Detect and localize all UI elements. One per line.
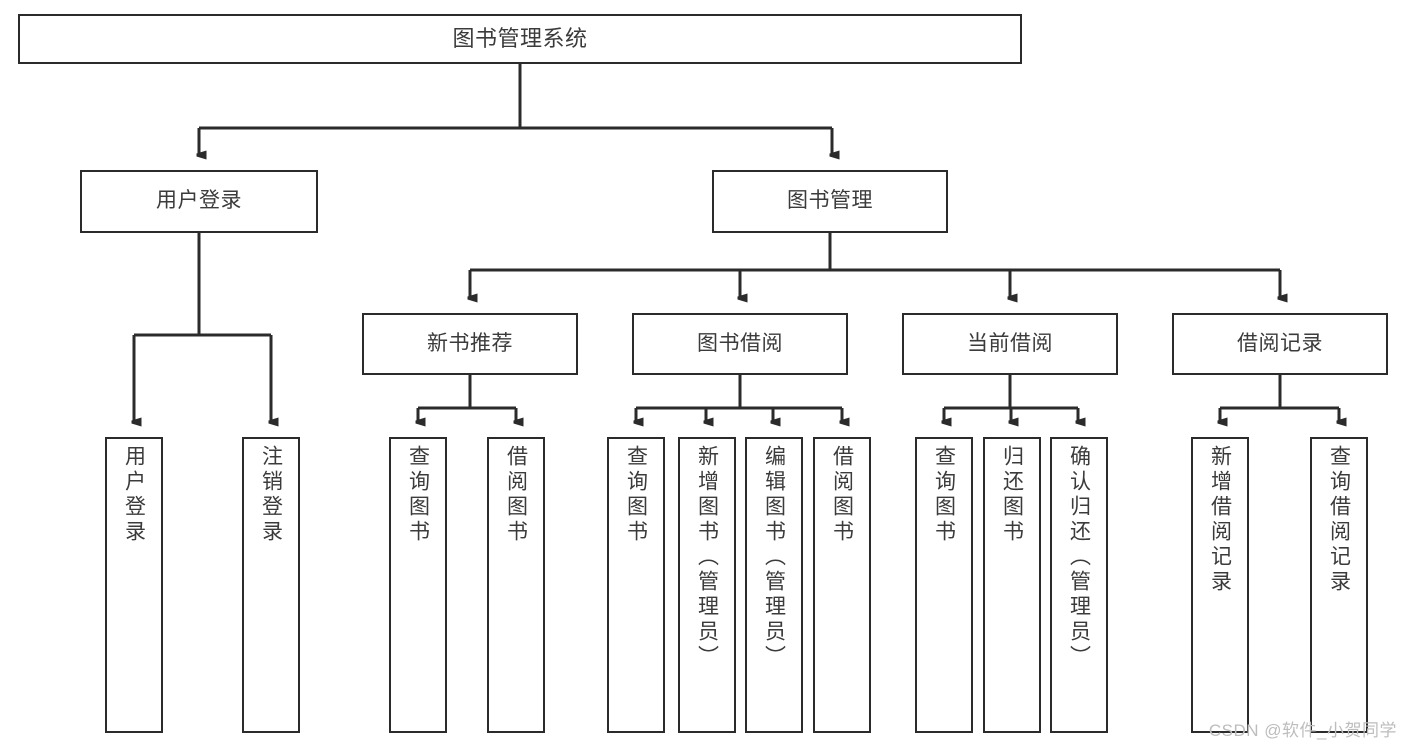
leaf-current-query-book[interactable]: 查询图书: [915, 437, 973, 733]
leaf-current-confirm-return[interactable]: 确认归还（管理员）: [1050, 437, 1108, 733]
leaf-current-return-book-label: 归还图书: [1000, 445, 1024, 545]
node-current-borrow[interactable]: 当前借阅: [902, 313, 1118, 375]
node-borrow-record[interactable]: 借阅记录: [1172, 313, 1388, 375]
leaf-record-query-record-label: 查询借阅记录: [1327, 445, 1351, 595]
node-book-borrow-label: 图书借阅: [697, 331, 783, 355]
leaf-user-login-signout[interactable]: 注销登录: [242, 437, 300, 733]
leaf-borrow-edit-book[interactable]: 编辑图书（管理员）: [745, 437, 803, 733]
leaf-borrow-borrow-book[interactable]: 借阅图书: [813, 437, 871, 733]
node-book-management-label: 图书管理: [787, 189, 873, 213]
node-current-borrow-label: 当前借阅: [967, 331, 1053, 355]
leaf-recommend-borrow-book[interactable]: 借阅图书: [487, 437, 545, 733]
leaf-current-query-book-label: 查询图书: [932, 445, 956, 545]
node-new-book-recommend[interactable]: 新书推荐: [362, 313, 578, 375]
leaf-user-login-signin[interactable]: 用户登录: [105, 437, 163, 733]
leaf-user-login-signin-label: 用户登录: [122, 445, 146, 545]
node-user-login[interactable]: 用户登录: [80, 170, 318, 233]
leaf-borrow-query-book[interactable]: 查询图书: [607, 437, 665, 733]
node-book-management[interactable]: 图书管理: [712, 170, 948, 233]
leaf-current-confirm-return-label: 确认归还（管理员）: [1067, 445, 1091, 670]
node-root[interactable]: 图书管理系统: [18, 14, 1022, 64]
leaf-recommend-query-book-label: 查询图书: [406, 445, 430, 545]
leaf-record-add-record[interactable]: 新增借阅记录: [1191, 437, 1249, 733]
leaf-borrow-add-book[interactable]: 新增图书（管理员）: [678, 437, 736, 733]
leaf-user-login-signout-label: 注销登录: [259, 445, 283, 545]
leaf-borrow-borrow-book-label: 借阅图书: [830, 445, 854, 545]
node-root-label: 图书管理系统: [452, 26, 588, 52]
node-user-login-label: 用户登录: [156, 189, 242, 213]
leaf-borrow-add-book-label: 新增图书（管理员）: [695, 445, 719, 670]
leaf-current-return-book[interactable]: 归还图书: [983, 437, 1041, 733]
leaf-record-add-record-label: 新增借阅记录: [1208, 445, 1232, 595]
node-new-book-recommend-label: 新书推荐: [427, 331, 513, 355]
leaf-borrow-edit-book-label: 编辑图书（管理员）: [762, 445, 786, 670]
node-book-borrow[interactable]: 图书借阅: [632, 313, 848, 375]
leaf-recommend-borrow-book-label: 借阅图书: [504, 445, 528, 545]
watermark: CSDN @软件_小贺同学: [1208, 721, 1397, 740]
leaf-record-query-record[interactable]: 查询借阅记录: [1310, 437, 1368, 733]
leaf-recommend-query-book[interactable]: 查询图书: [389, 437, 447, 733]
leaf-borrow-query-book-label: 查询图书: [624, 445, 648, 545]
node-borrow-record-label: 借阅记录: [1237, 331, 1323, 355]
